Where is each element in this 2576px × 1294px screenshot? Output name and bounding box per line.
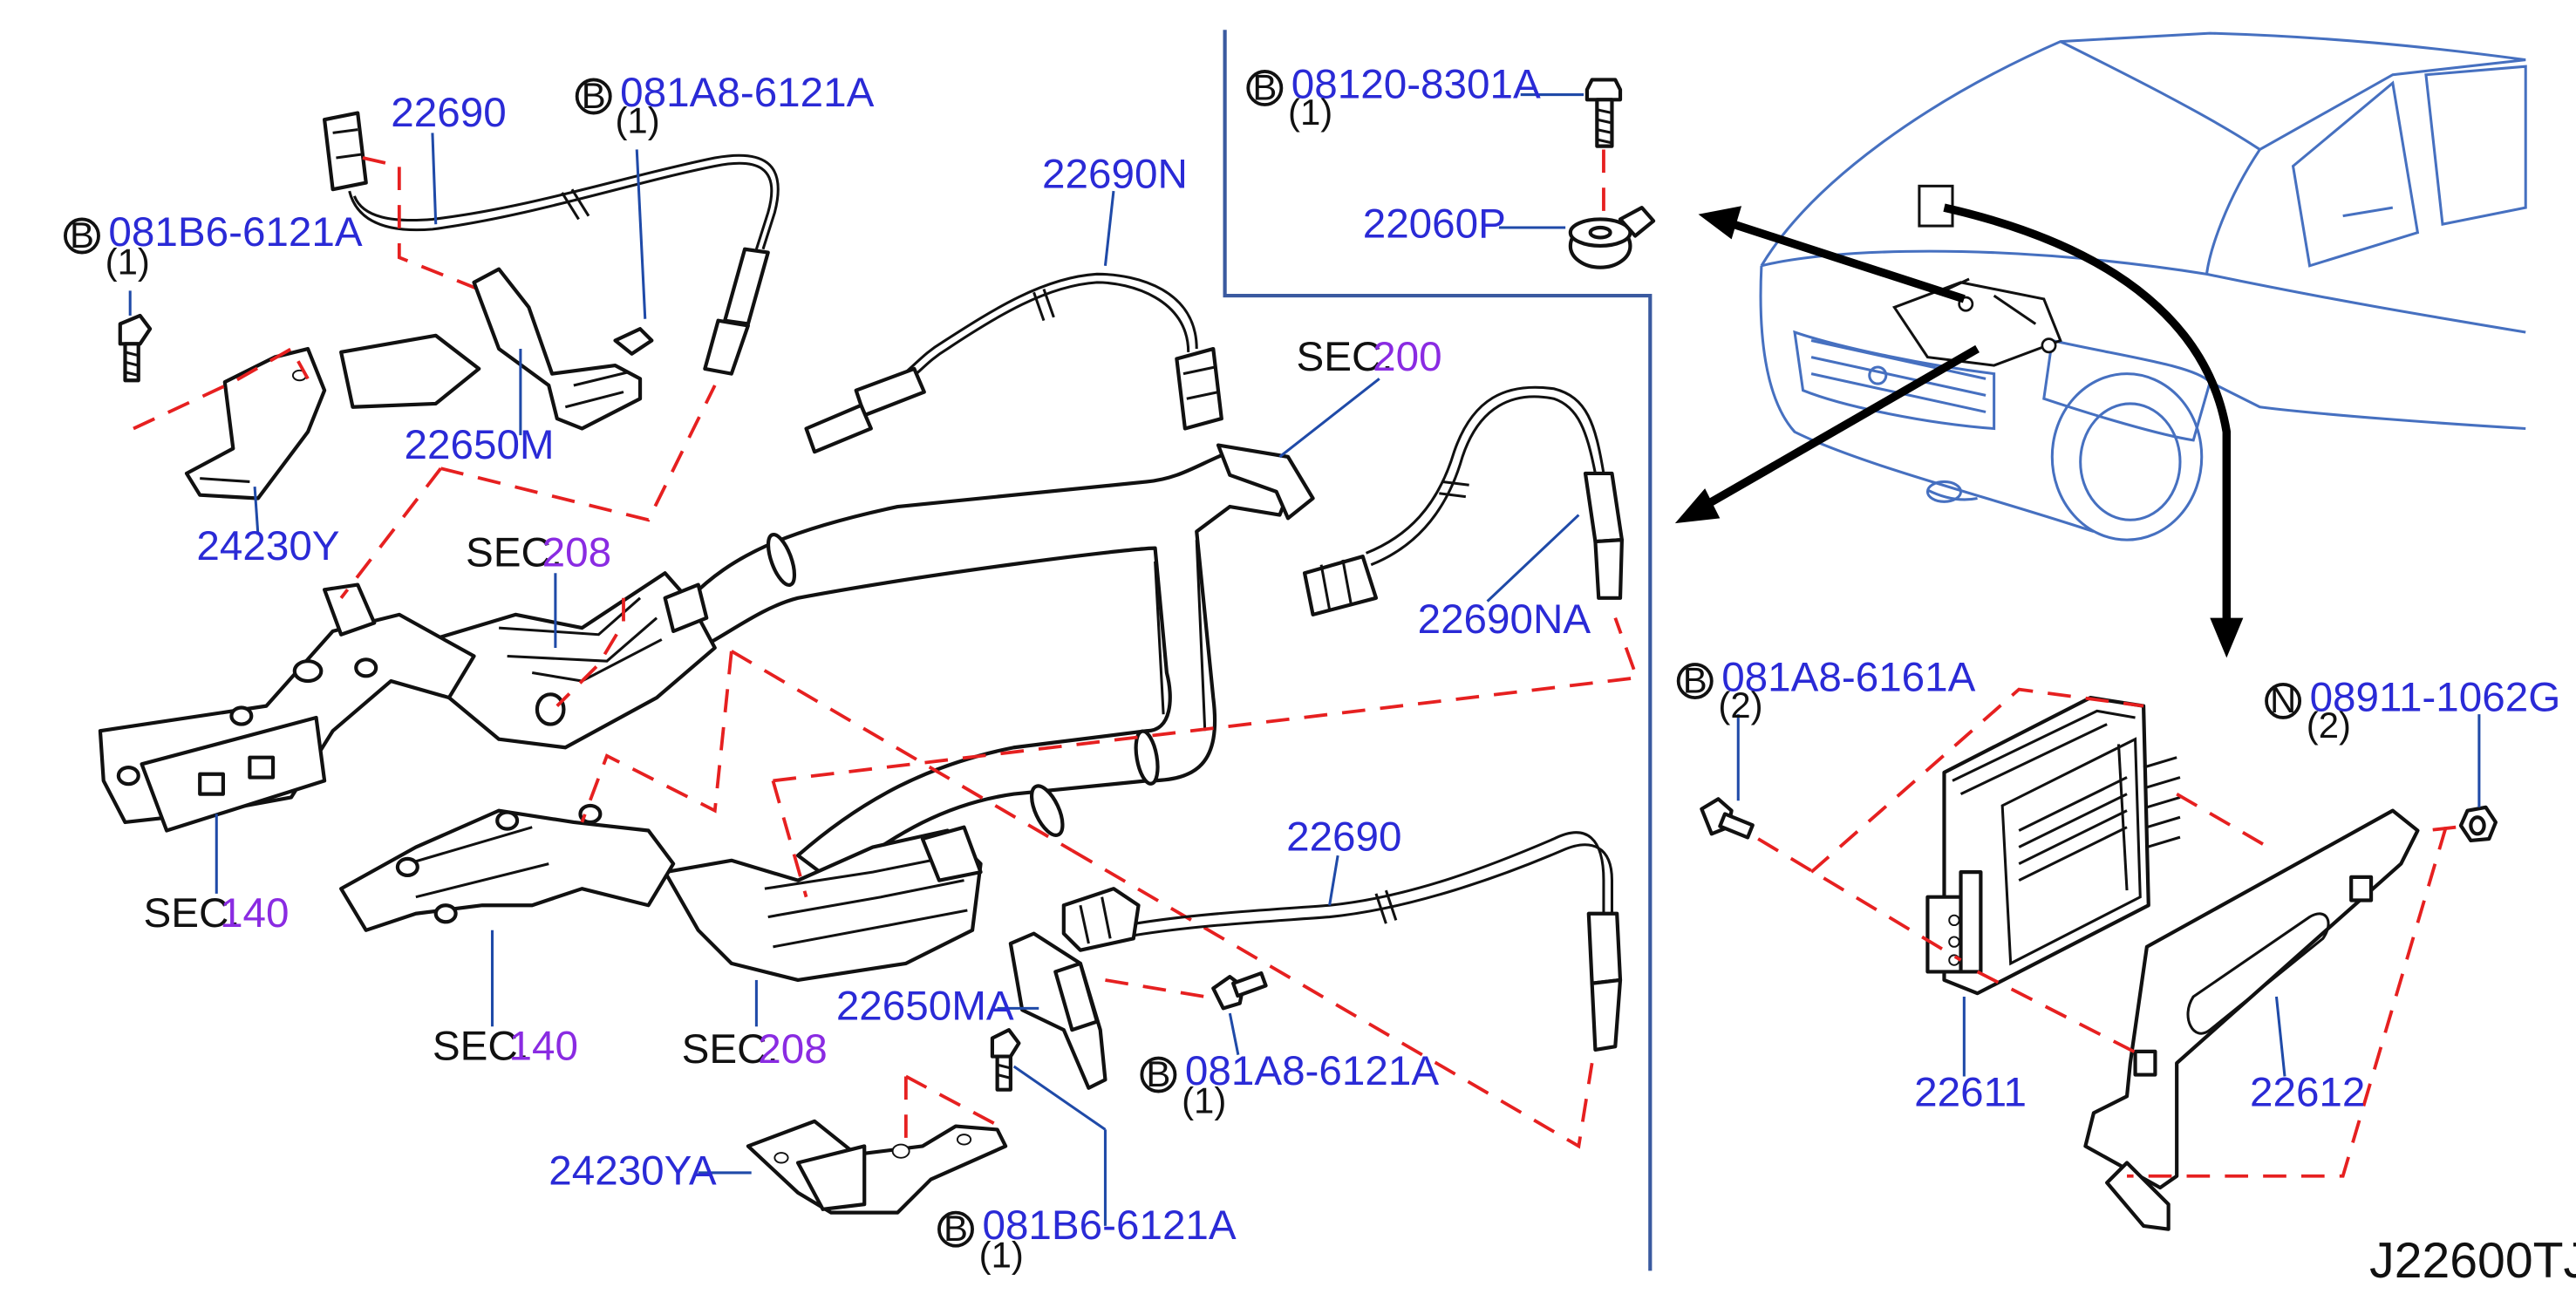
part-label-22690-top: 22690 [391, 90, 506, 136]
section-ref-number: 140 [220, 890, 289, 936]
bolt-symbol-circle [1140, 1056, 1177, 1093]
bolt-quantity: (1) [1288, 92, 1332, 133]
part-label-24230ya: 24230YA [549, 1148, 717, 1194]
section-ref-number: 200 [1373, 334, 1441, 380]
bolt-quantity: (1) [979, 1235, 1024, 1276]
oxygen-sensor-22690na [1302, 385, 1625, 616]
nut-part-number: 08911-1062G [2310, 674, 2561, 720]
part-label-22060p: 22060P [1363, 201, 1506, 247]
part-label-22690n: 22690N [1042, 151, 1188, 197]
part-label-22650ma: 22650MA [836, 984, 1014, 1030]
bolt-quantity: (1) [106, 241, 150, 282]
part-label-22611: 22611 [1914, 1070, 2027, 1116]
upper-oxygen-sensor-harness [323, 111, 780, 376]
bolt-quantity: (1) [1182, 1079, 1226, 1120]
callout-labels: 22690 B 081A8-6121A (1) B 081B6-6121A (1… [64, 61, 2576, 1289]
lower-oxygen-sensor-harness [997, 831, 1623, 1090]
bolt-part-number: 081A8-6121A [1185, 1048, 1439, 1094]
bracket-24230y [118, 290, 481, 535]
bolt-symbol-letter: B [1146, 1053, 1170, 1094]
bolt-quantity: (2) [1718, 684, 1762, 725]
section-ref-number: 208 [542, 530, 611, 576]
bolt-symbol-circle [937, 1210, 974, 1248]
bolt-symbol-letter: B [70, 215, 94, 255]
part-label-22690na: 22690NA [1418, 596, 1591, 643]
nut-symbol-circle [2265, 682, 2302, 719]
section-ref-number: 208 [758, 1026, 827, 1073]
oxygen-sensor-22690n [804, 190, 1223, 454]
bracket-22650m [472, 149, 654, 436]
diagram-code: J22600TJ [2369, 1233, 2576, 1289]
part-label-24230y: 24230Y [196, 523, 339, 569]
vehicle-illustration [1759, 31, 2527, 541]
section-ref-text: SEC. [433, 1023, 529, 1069]
bolt-part-number: 081A8-6161A [1721, 654, 1975, 700]
part-label-22612: 22612 [2250, 1070, 2365, 1116]
ecm-assembly [1700, 687, 2498, 1231]
bolt-symbol-letter: B [944, 1208, 968, 1249]
section-ref-text: SEC. [1297, 334, 1394, 380]
bolt-part-number: 08120-8301A [1291, 61, 1541, 107]
bolt-part-number: 081A8-6121A [620, 70, 874, 116]
bolt-symbol-letter: B [582, 75, 606, 116]
bolt-symbol-circle [1676, 663, 1714, 700]
section-ref-text: SEC. [143, 890, 240, 936]
part-label-22650m: 22650M [405, 422, 555, 468]
bracket-24230ya [698, 1028, 1107, 1226]
section-ref-text: SEC. [466, 530, 562, 576]
bolt-symbol-circle [64, 217, 100, 255]
bolt-symbol-circle [575, 78, 612, 115]
bolt-quantity: (1) [615, 99, 659, 140]
bolt-part-number: 081B6-6121A [982, 1202, 1236, 1249]
part-label-22690-lower: 22690 [1286, 814, 1401, 860]
section-ref-text: SEC. [682, 1026, 779, 1073]
nut-quantity: (2) [2307, 705, 2351, 746]
exhaust-system [98, 385, 1639, 1149]
bolt-symbol-letter: B [1683, 659, 1707, 700]
knock-sensor-assembly [1498, 78, 1656, 269]
bolt-part-number: 081B6-6121A [108, 209, 362, 255]
panel-divider [1223, 30, 1653, 1271]
section-ref-number: 140 [509, 1023, 578, 1069]
bolt-symbol-circle [1246, 70, 1284, 106]
bolt-symbol-letter: B [1252, 66, 1277, 107]
pointer-arrows [1674, 203, 2244, 658]
nut-symbol-letter: N [2270, 679, 2296, 720]
